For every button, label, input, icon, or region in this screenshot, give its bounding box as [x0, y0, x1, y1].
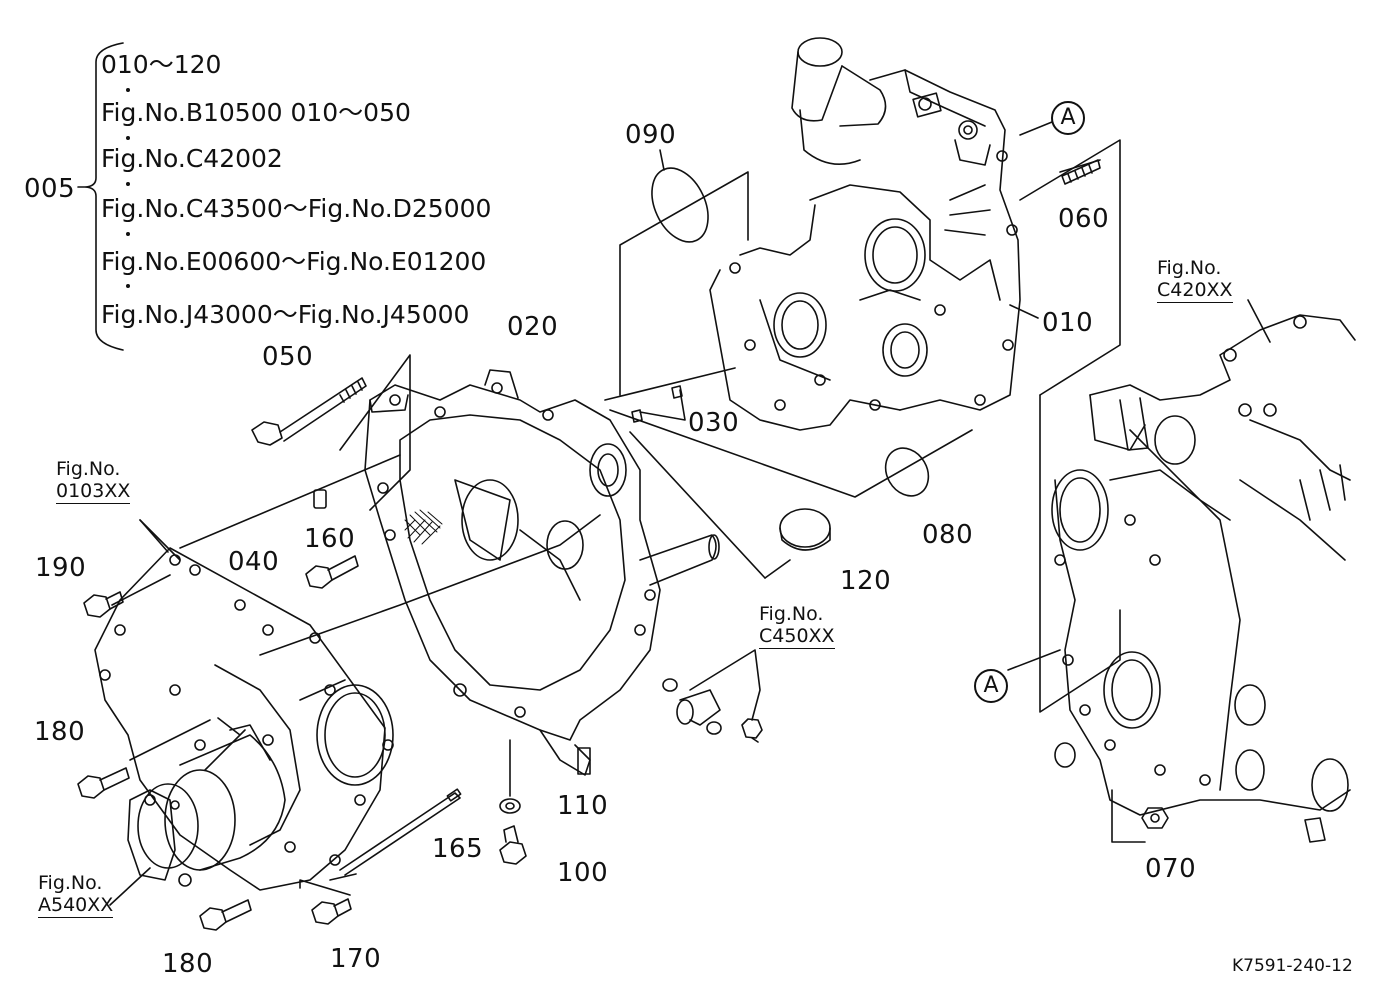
drawing-code: K7591-240-12	[1232, 956, 1353, 976]
figure-ref-number: 0103XX	[56, 480, 131, 504]
part-label-180-upper: 180	[34, 717, 86, 747]
pin-030a	[631, 409, 643, 423]
figure-ref-label: Fig.No.	[1157, 257, 1222, 279]
part-label-040: 040	[228, 547, 280, 577]
assembly-line-2: Fig.No.B10500 010～050	[101, 98, 411, 127]
assembly-dot	[126, 88, 130, 92]
assembly-dot	[126, 284, 130, 288]
figure-ref-c420xx: Fig.No. C420XX	[1157, 257, 1233, 303]
part-label-165: 165	[432, 834, 484, 864]
assembly-dot	[126, 136, 130, 140]
part-label-090: 090	[625, 120, 677, 150]
bolt-190	[83, 591, 124, 618]
starter-motor	[127, 717, 286, 887]
part-label-110: 110	[557, 791, 609, 821]
figure-ref-number: C450XX	[759, 625, 835, 649]
adapter-plate	[94, 547, 394, 891]
part-label-120: 120	[840, 566, 892, 596]
figure-ref-label: Fig.No.	[759, 603, 824, 625]
case-010	[709, 37, 1021, 431]
part-label-060: 060	[1058, 204, 1110, 234]
assembly-line-1: 010～120	[101, 50, 222, 79]
part-label-080: 080	[922, 520, 974, 550]
sensor-assembly	[662, 649, 763, 743]
assembly-dot	[126, 182, 130, 186]
assembly-line-6: Fig.No.J43000～Fig.No.J45000	[101, 300, 470, 329]
part-label-160: 160	[304, 524, 356, 554]
figure-ref-c450xx: Fig.No. C450XX	[759, 603, 835, 649]
pin-030b	[671, 385, 683, 399]
figure-ref-number: A540XX	[38, 894, 114, 918]
oring-090	[651, 167, 709, 243]
assembly-number-005: 005	[24, 174, 76, 204]
bolt-040	[305, 555, 359, 589]
nut-070	[1141, 807, 1169, 829]
housing-020	[364, 369, 720, 776]
washer-110	[499, 798, 521, 814]
figure-ref-a540xx: Fig.No. A540XX	[38, 872, 114, 918]
part-label-050: 050	[262, 342, 314, 372]
part-label-170: 170	[330, 944, 382, 974]
bolt-050	[251, 377, 367, 446]
part-label-100: 100	[557, 858, 609, 888]
cap-120	[629, 431, 831, 579]
figure-ref-label: Fig.No.	[56, 458, 121, 480]
part-label-020: 020	[507, 312, 559, 342]
bolt-180b	[199, 899, 252, 931]
figure-ref-label: Fig.No.	[38, 872, 103, 894]
part-label-070: 070	[1145, 854, 1197, 884]
part-label-190: 190	[35, 553, 87, 583]
plug-100	[499, 825, 527, 865]
part-label-010: 010	[1042, 308, 1094, 338]
bolt-180a	[77, 767, 130, 799]
figure-ref-number: C420XX	[1157, 279, 1233, 303]
assembly-line-4: Fig.No.C43500～Fig.No.D25000	[101, 194, 492, 223]
figure-ref-0103xx: Fig.No. 0103XX	[56, 458, 131, 504]
assembly-line-3: Fig.No.C42002	[101, 144, 283, 173]
part-label-030: 030	[688, 408, 740, 438]
assembly-line-5: Fig.No.E00600～Fig.No.E01200	[101, 247, 487, 276]
case-c420	[1051, 314, 1356, 843]
dowel-160	[313, 489, 327, 509]
assembly-dot	[126, 232, 130, 236]
callout-a-right: A	[974, 669, 1008, 703]
stud-060	[1061, 159, 1101, 185]
bolt-170	[311, 898, 352, 925]
oring-080	[884, 447, 930, 497]
callout-a-top: A	[1051, 101, 1085, 135]
part-label-180-lower: 180	[162, 949, 214, 979]
